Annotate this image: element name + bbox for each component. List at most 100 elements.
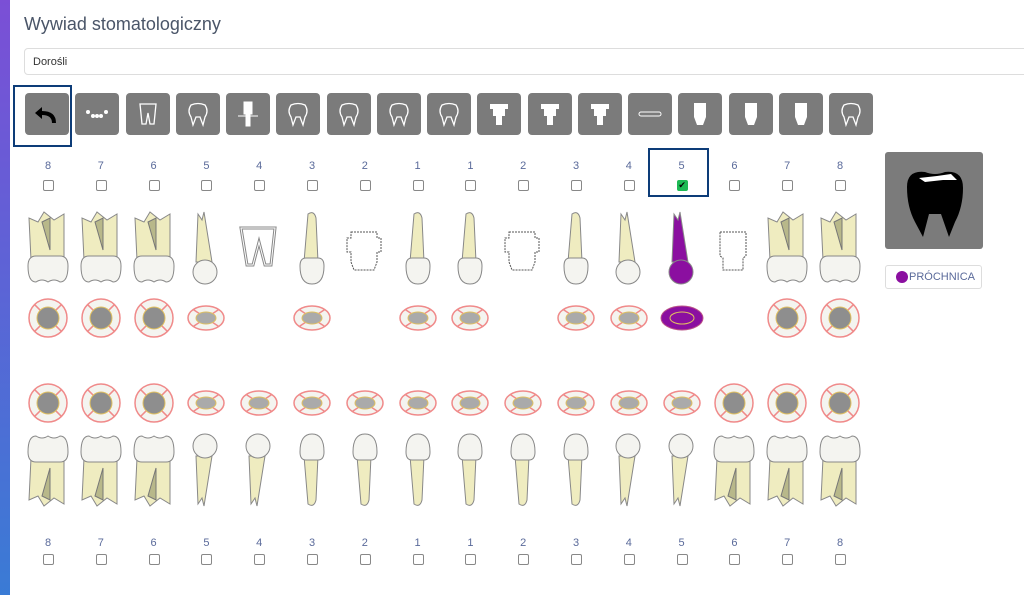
lower-tooth[interactable] [710,430,758,513]
lower-tooth[interactable] [394,430,442,513]
upper-occlusal-surface[interactable] [25,297,71,344]
lower-tooth[interactable] [130,430,178,513]
lower-occlusal-surface[interactable] [289,382,335,429]
tool-button[interactable] [829,93,873,135]
lower-occlusal-surface[interactable] [342,382,388,429]
tool-button[interactable] [678,93,723,135]
upper-tooth-checkbox[interactable]: ✔ [676,180,688,191]
lower-tooth[interactable] [763,430,811,513]
tool-button[interactable] [427,93,471,135]
lower-tooth[interactable] [77,430,125,513]
tool-button[interactable] [175,93,220,135]
tool-button[interactable] [226,93,270,135]
upper-occlusal-surface[interactable] [78,297,124,344]
lower-tooth-checkbox[interactable] [359,554,371,565]
lower-occlusal-surface[interactable] [553,382,599,429]
lower-occlusal-surface[interactable] [659,382,705,429]
lower-tooth-checkbox[interactable] [148,554,160,565]
lower-tooth[interactable] [552,430,600,513]
lower-occlusal-surface[interactable] [447,382,493,429]
tool-button[interactable] [778,93,823,135]
upper-tooth-normal[interactable] [816,210,864,293]
lower-tooth[interactable] [499,430,547,513]
lower-occlusal-surface[interactable] [236,382,282,429]
lower-tooth-checkbox[interactable] [254,554,266,565]
upper-occlusal-surface[interactable] [659,303,705,338]
lower-tooth-checkbox[interactable] [676,554,688,565]
upper-tooth-normal[interactable] [394,210,442,293]
upper-tooth-checkbox[interactable] [95,180,107,191]
legend-caries[interactable]: PRÓCHNICA [885,265,982,289]
lower-tooth-checkbox[interactable] [571,554,582,565]
upper-tooth-checkbox[interactable] [254,180,266,191]
upper-tooth-checkbox[interactable] [43,180,54,191]
upper-tooth-normal[interactable] [552,210,600,293]
tool-button[interactable] [276,93,321,135]
upper-tooth-checkbox[interactable] [782,180,794,191]
lower-occlusal-surface[interactable] [183,382,229,429]
tool-button[interactable] [577,93,622,135]
patient-type-select[interactable]: Dorośli [24,48,1024,75]
upper-tooth-normal[interactable] [130,210,178,293]
lower-occlusal-surface[interactable] [131,382,177,429]
upper-occlusal-surface[interactable] [183,297,229,344]
upper-tooth-crown[interactable] [341,210,389,293]
lower-occlusal-surface[interactable] [500,382,546,429]
tool-button[interactable] [527,93,572,135]
upper-tooth-normal[interactable] [763,210,811,293]
upper-tooth-crown-simple[interactable] [710,210,758,293]
lower-tooth[interactable] [182,430,230,513]
upper-tooth-checkbox[interactable] [201,180,213,191]
upper-tooth-checkbox[interactable] [359,180,371,191]
lower-tooth-checkbox[interactable] [412,554,424,565]
upper-tooth-normal[interactable] [605,210,653,293]
tool-button[interactable] [376,93,421,135]
lower-occlusal-surface[interactable] [817,382,863,429]
tool-button[interactable] [477,93,522,135]
lower-tooth-checkbox[interactable] [518,554,530,565]
lower-occlusal-surface[interactable] [711,382,757,429]
upper-tooth-crown[interactable] [499,210,547,293]
lower-tooth[interactable] [235,430,283,513]
lower-tooth-checkbox[interactable] [729,554,741,565]
upper-tooth-normal[interactable] [182,210,230,293]
tool-button[interactable] [326,93,371,135]
upper-occlusal-surface[interactable] [131,297,177,344]
upper-occlusal-surface[interactable] [817,297,863,344]
upper-tooth-normal[interactable] [446,210,494,293]
tool-button[interactable] [628,93,672,135]
lower-tooth[interactable] [446,430,494,513]
upper-occlusal-surface[interactable] [553,297,599,344]
lower-occlusal-surface[interactable] [606,382,652,429]
upper-tooth-checkbox[interactable] [835,180,846,191]
upper-tooth-checkbox[interactable] [148,180,160,191]
tool-button[interactable] [75,93,120,135]
upper-tooth-normal[interactable] [77,210,125,293]
upper-tooth-checkbox[interactable] [518,180,530,191]
lower-tooth-checkbox[interactable] [95,554,107,565]
upper-tooth-normal[interactable] [288,210,336,293]
lower-tooth-checkbox[interactable] [782,554,794,565]
lower-tooth-checkbox[interactable] [465,554,477,565]
lower-tooth-checkbox[interactable] [43,554,54,565]
upper-occlusal-surface[interactable] [289,297,335,344]
upper-tooth-checkbox[interactable] [465,180,477,191]
lower-tooth[interactable] [341,430,389,513]
lower-tooth-checkbox[interactable] [307,554,318,565]
lower-occlusal-surface[interactable] [764,382,810,429]
lower-occlusal-surface[interactable] [25,382,71,429]
upper-tooth-checkbox[interactable] [729,180,741,191]
upper-occlusal-surface[interactable] [447,297,493,344]
lower-tooth[interactable] [605,430,653,513]
lower-tooth[interactable] [816,430,864,513]
upper-tooth-checkbox[interactable] [412,180,424,191]
upper-occlusal-surface[interactable] [764,297,810,344]
tool-button[interactable] [728,93,773,135]
tool-button[interactable] [125,93,170,135]
upper-tooth-checkbox[interactable] [307,180,318,191]
lower-tooth[interactable] [288,430,336,513]
upper-tooth-bridge[interactable] [235,210,283,293]
lower-tooth-checkbox[interactable] [623,554,635,565]
upper-occlusal-surface[interactable] [395,297,441,344]
upper-tooth-checkbox[interactable] [623,180,635,191]
